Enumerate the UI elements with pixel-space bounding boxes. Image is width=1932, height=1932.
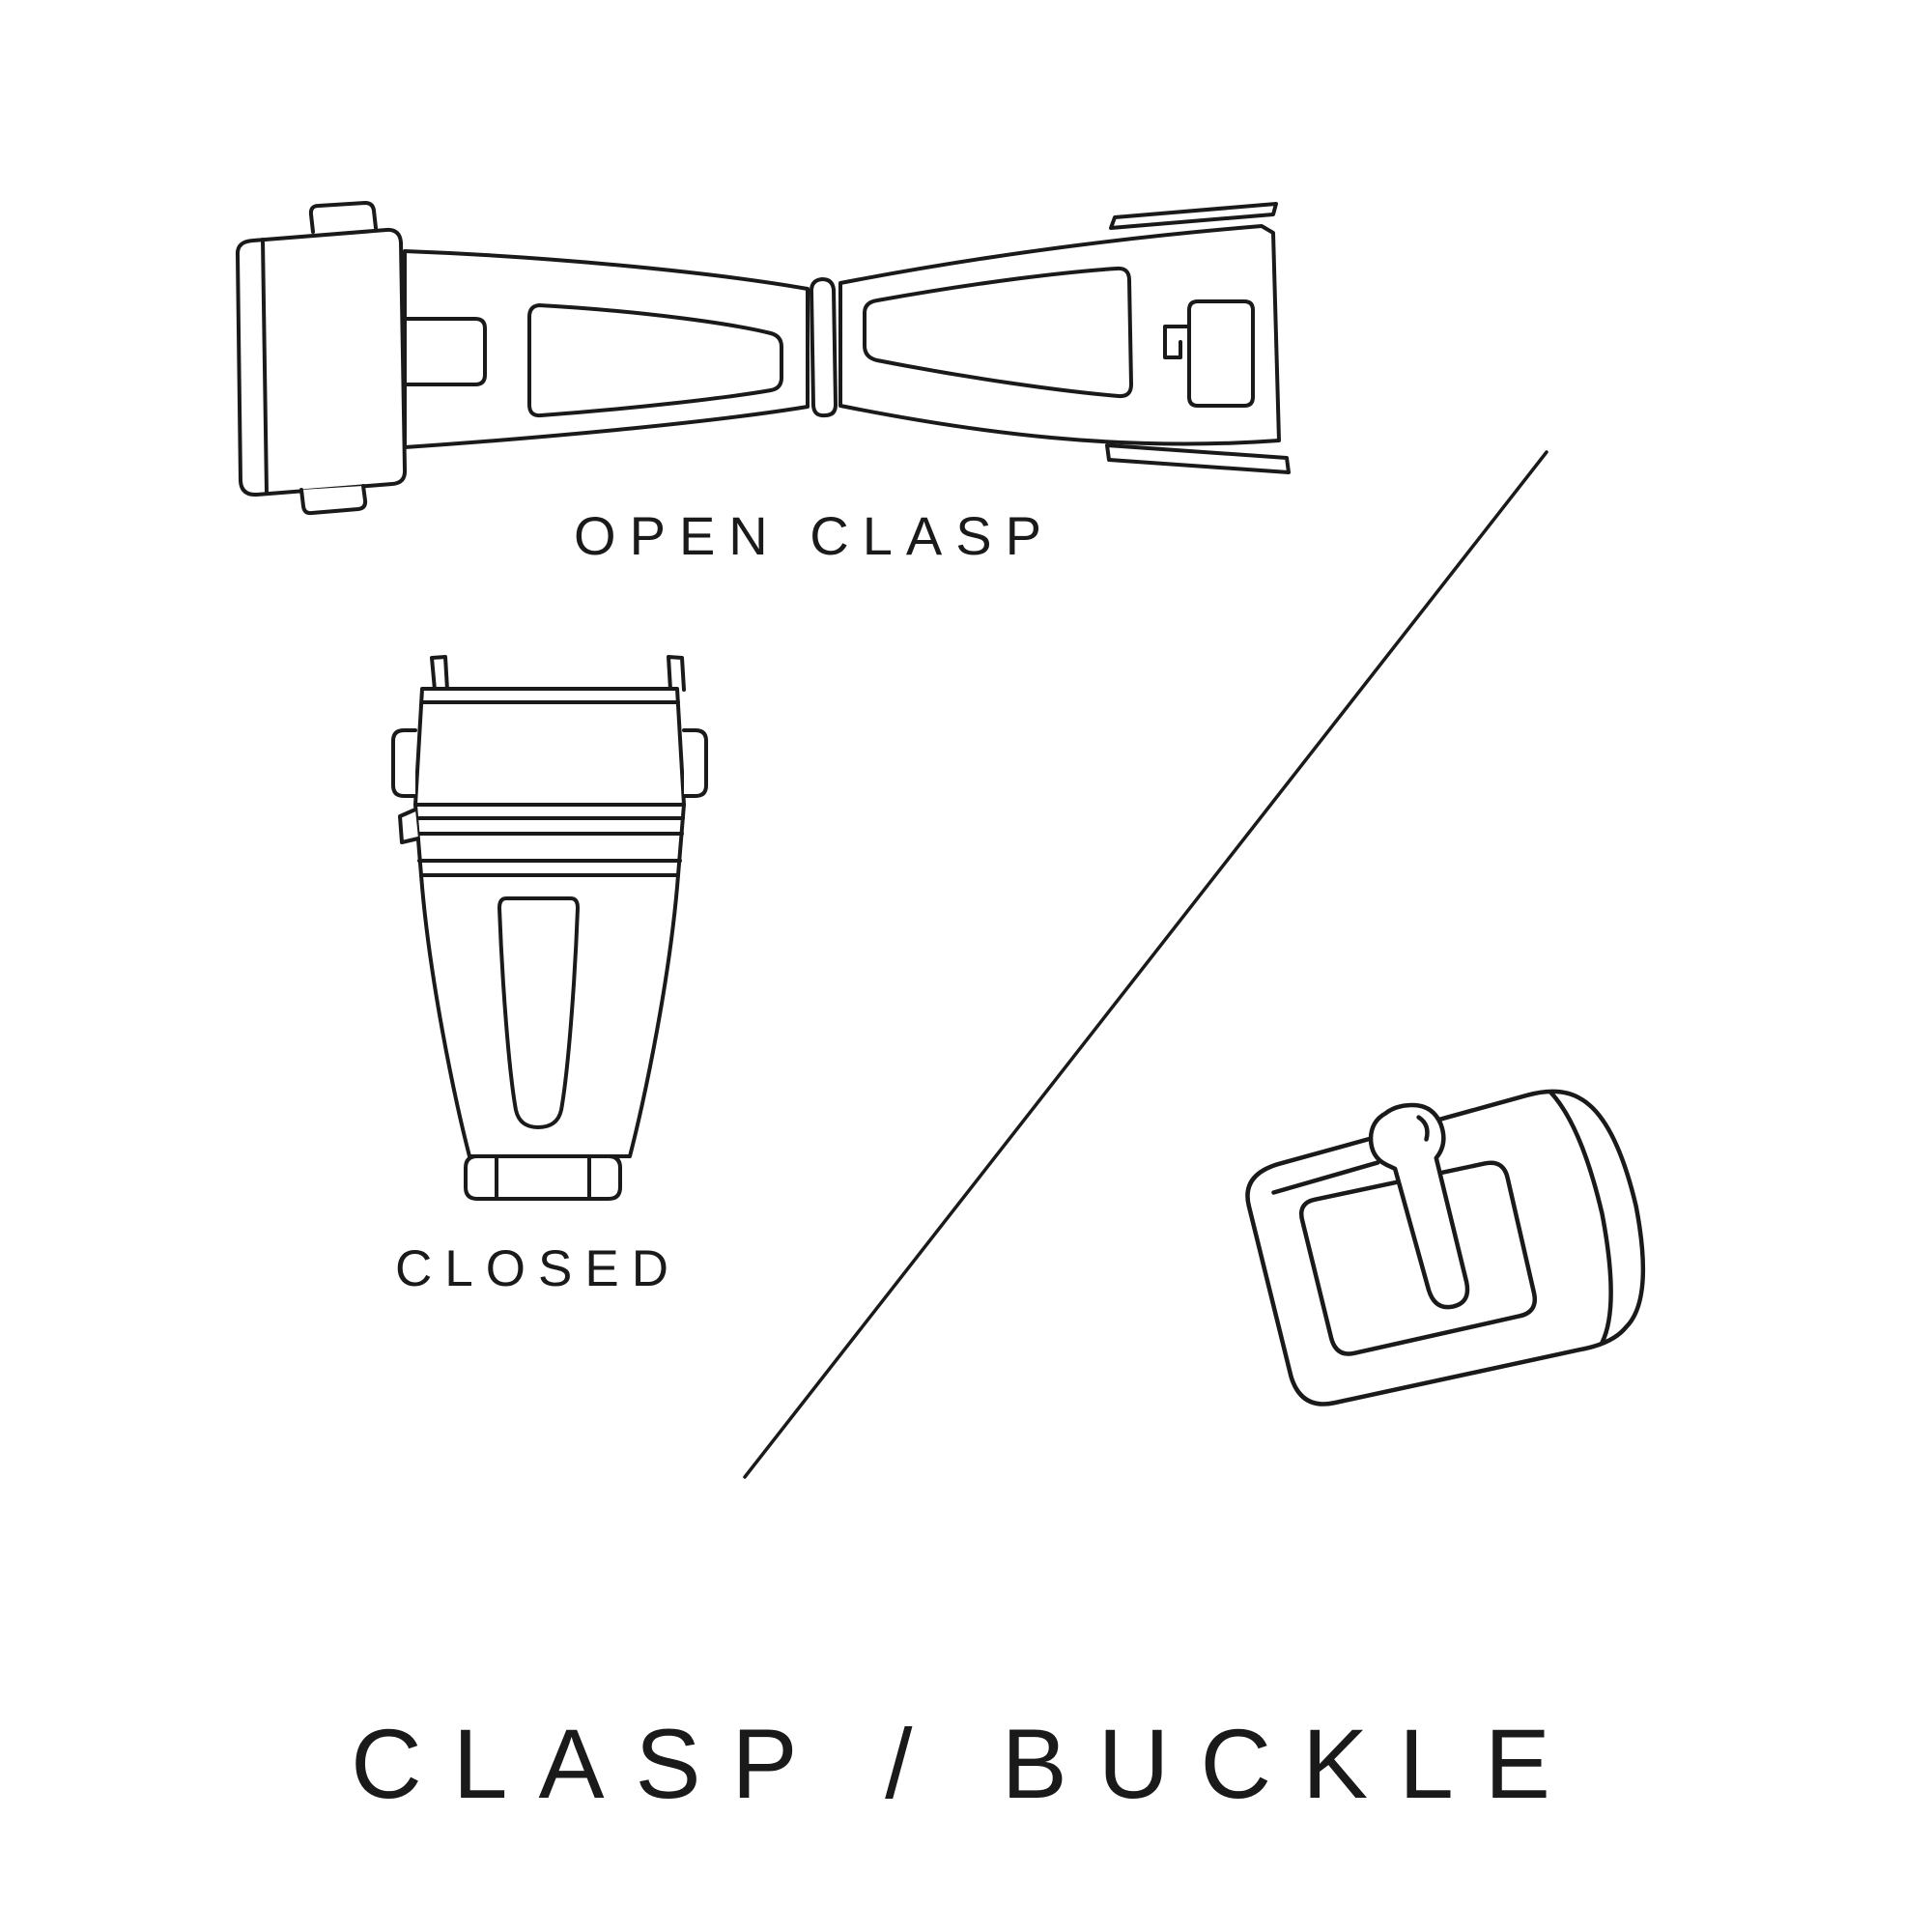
closed-clasp-illustration bbox=[391, 655, 708, 1201]
buckle-illustration bbox=[1245, 1089, 1646, 1406]
open-clasp-illustration bbox=[235, 201, 1291, 516]
page-title: CLASP / BUCKLE bbox=[351, 1709, 1581, 1819]
closed-clasp-label: CLOSED bbox=[395, 1240, 681, 1297]
diagonal-divider-line bbox=[743, 450, 1548, 1479]
open-clasp-label: OPEN CLASP bbox=[574, 505, 1055, 566]
